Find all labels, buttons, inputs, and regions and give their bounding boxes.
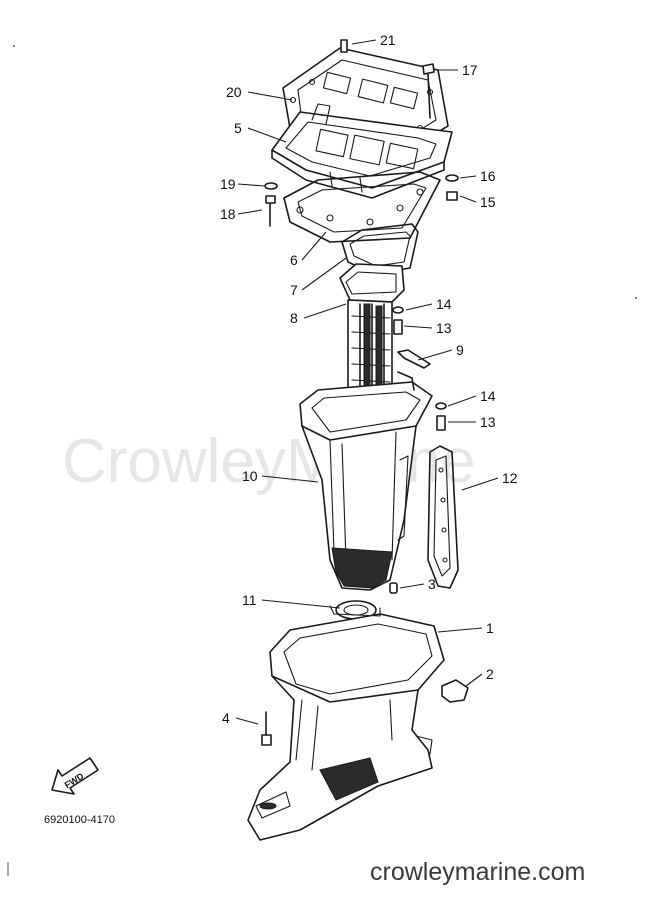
diagram-code: 6920100-4170 (44, 814, 115, 826)
leader-lines (235, 39, 499, 725)
callout-20: 20 (226, 84, 242, 100)
footer-website: crowleymarine.com (370, 858, 585, 886)
part-6-gasket (283, 171, 441, 243)
callout-12: 12 (502, 470, 518, 486)
callout-13a: 13 (436, 320, 452, 336)
callout-14b: 14 (480, 388, 496, 404)
washer-14a (392, 306, 404, 314)
part-2-cap (441, 679, 469, 703)
callouts: 21 20 17 5 16 19 15 18 6 7 14 8 13 9 14 … (220, 32, 518, 726)
callout-11: 11 (242, 592, 257, 608)
bolt-13a (393, 319, 403, 335)
part-8-muffler (339, 263, 405, 421)
part-3-dowel (389, 582, 398, 594)
washer-14b (435, 402, 447, 410)
callout-6: 6 (290, 252, 298, 268)
callout-1: 1 (486, 620, 494, 636)
callout-8: 8 (290, 310, 298, 326)
callout-19: 19 (220, 176, 236, 192)
callout-3: 3 (428, 576, 436, 592)
callout-2: 2 (486, 666, 494, 682)
bolt-13b (436, 415, 446, 431)
callout-4: 4 (222, 710, 230, 726)
callout-15: 15 (480, 194, 496, 210)
callout-5: 5 (234, 120, 242, 136)
callout-18: 18 (220, 206, 236, 222)
callout-7: 7 (290, 282, 298, 298)
bolt-21 (340, 39, 348, 53)
part-9-plate (397, 349, 431, 369)
bolt-18 (265, 195, 276, 227)
part-1-upper-casing (247, 605, 445, 841)
callout-21: 21 (380, 32, 396, 48)
callout-10: 10 (242, 468, 258, 484)
callout-9: 9 (456, 342, 464, 358)
bolt-4 (261, 711, 272, 746)
part-12-seal (427, 445, 459, 589)
bolt-17 (422, 63, 435, 119)
part-5-exhaust-guide (271, 103, 453, 199)
washer-19 (264, 182, 278, 190)
callout-17: 17 (462, 62, 478, 78)
part-10-upper-case (299, 371, 433, 591)
washer-16 (445, 174, 459, 182)
callout-13b: 13 (480, 414, 496, 430)
callout-16: 16 (480, 168, 496, 184)
fwd-arrow-icon: FWD (51, 757, 99, 795)
callout-14a: 14 (436, 296, 452, 312)
part-7-gasket (341, 223, 419, 275)
bolt-15 (446, 191, 458, 201)
